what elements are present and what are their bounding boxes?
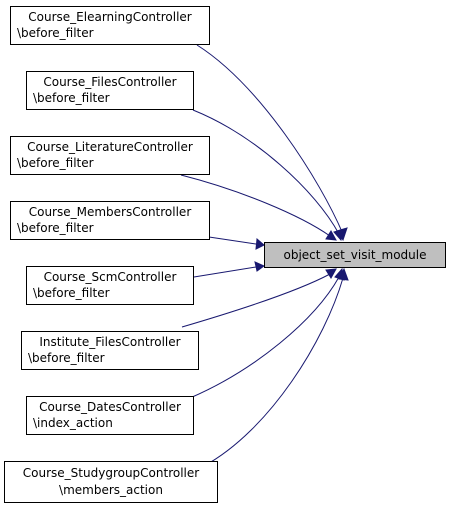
caller-node-label-line2: \before_filter <box>17 156 94 170</box>
caller-node-label-line2: \before_filter <box>17 26 94 40</box>
caller-node-label-line2: \before_filter <box>17 221 94 235</box>
target-node[interactable]: object_set_visit_module <box>264 242 446 268</box>
caller-node-label-line2: \before_filter <box>33 286 110 300</box>
caller-node-label-line1: Course_ElearningController <box>28 10 192 24</box>
caller-node-label-line2: \before_filter <box>28 351 105 365</box>
caller-node-label-line1: Course_StudygroupController <box>23 466 199 480</box>
edge-members <box>208 236 257 245</box>
edge-scm <box>193 266 257 278</box>
edge-studygroup-arrowhead <box>338 267 349 281</box>
edge-institute-files <box>181 273 331 328</box>
target-node-label: object_set_visit_module <box>283 248 426 262</box>
caller-node-label-line2: \members_action <box>59 483 163 497</box>
caller-node-institute-files[interactable]: Institute_FilesController \before_filter <box>21 331 199 370</box>
caller-node-label-line2: \index_action <box>33 416 113 430</box>
caller-node-label-line1: Course_LiteratureController <box>27 140 193 154</box>
target-node-box <box>264 242 446 268</box>
caller-node-files[interactable]: Course_FilesController \before_filter <box>26 71 194 110</box>
edge-studygroup <box>203 277 344 467</box>
caller-node-label-line1: Course_FilesController <box>43 75 176 89</box>
edge-elearning <box>196 44 344 235</box>
caller-node-label-line1: Course_MembersController <box>29 205 192 219</box>
caller-node-literature[interactable]: Course_LiteratureController \before_filt… <box>10 136 210 175</box>
edge-files-arrowhead <box>333 228 345 242</box>
caller-node-dates[interactable]: Course_DatesController \index_action <box>26 396 194 435</box>
caller-node-label-line1: Institute_FilesController <box>39 335 180 349</box>
edge-literature-arrowhead <box>325 230 337 241</box>
edges <box>180 44 349 467</box>
edge-literature <box>180 174 331 237</box>
caller-node-label-line2: \before_filter <box>33 91 110 105</box>
edge-members-arrowhead <box>255 237 265 250</box>
edge-scm-arrowhead <box>254 261 266 272</box>
caller-node-label-line1: Course_ScmController <box>44 270 177 284</box>
edge-dates <box>189 276 340 399</box>
caller-node-elearning[interactable]: Course_ElearningController \before_filte… <box>10 6 210 45</box>
edge-institute-files-arrowhead <box>325 268 337 279</box>
caller-node-scm[interactable]: Course_ScmController \before_filter <box>26 266 194 305</box>
caller-node-label-line1: Course_DatesController <box>39 400 181 414</box>
caller-node-studygroup[interactable]: Course_StudygroupController \members_act… <box>4 461 218 503</box>
caller-node-members[interactable]: Course_MembersController \before_filter <box>10 201 210 240</box>
edge-files <box>192 109 340 235</box>
